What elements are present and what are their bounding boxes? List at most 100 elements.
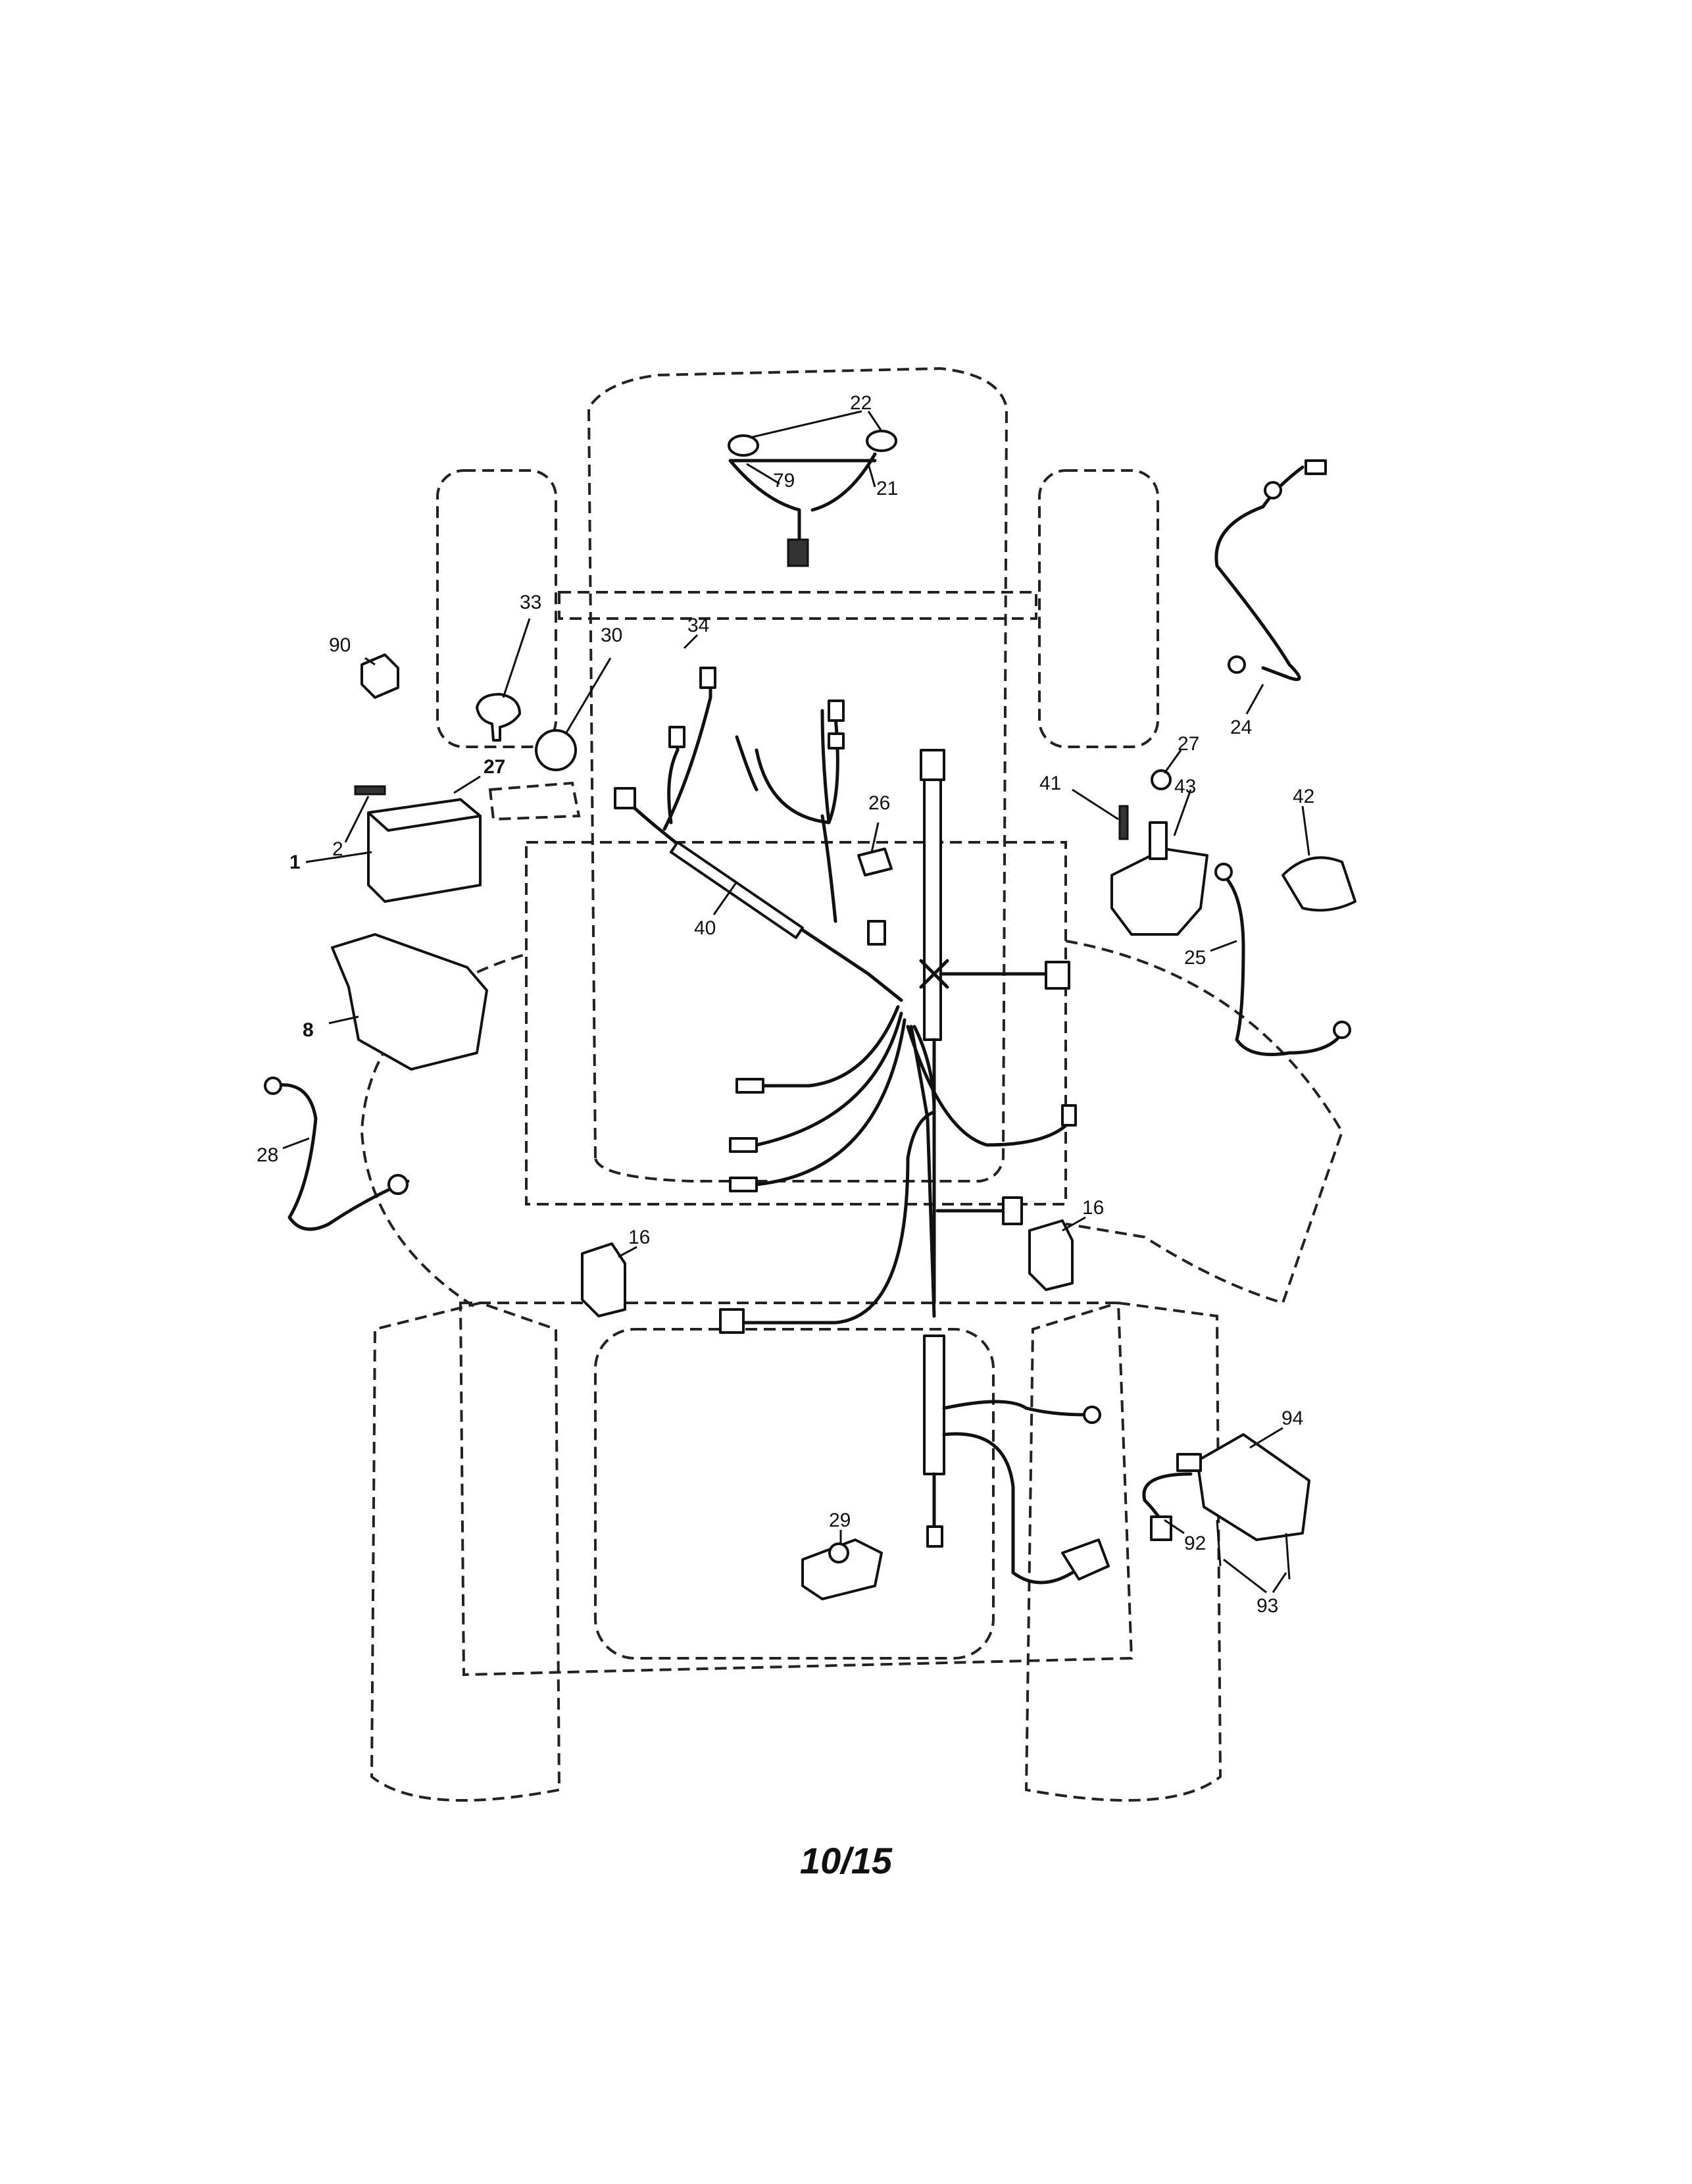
tractor-outline <box>360 367 1344 1802</box>
starter-solenoid-post-icon <box>1149 821 1168 860</box>
callout: 22 <box>850 392 872 414</box>
vertical-harness <box>801 749 1110 1600</box>
screw-93-b-icon <box>1285 1533 1291 1580</box>
dash-panel-outline <box>525 841 1067 1206</box>
battery-cable-24-ring-bottom-icon <box>1228 655 1246 674</box>
callout: 29 <box>829 1510 851 1531</box>
callout: 93 <box>1257 1595 1278 1617</box>
tube-sleeve-icon <box>923 778 942 1041</box>
leader-line <box>712 881 738 915</box>
tube-connector-mid-icon <box>1002 1196 1023 1225</box>
callout: 42 <box>1293 786 1314 807</box>
rear-body-outline <box>459 1302 1133 1677</box>
starter-nut-icon <box>1151 769 1172 790</box>
leader-line <box>683 634 699 649</box>
callout: 16 <box>1082 1197 1104 1219</box>
ignition-switch-icon <box>535 729 577 771</box>
rear-harness-branches-wire <box>932 1400 1087 1585</box>
leader-line <box>749 410 862 439</box>
rear-harness-sleeve-icon <box>923 1334 945 1475</box>
harness-terminal-b-icon <box>729 1137 758 1153</box>
callout: 8 <box>303 1019 314 1041</box>
front-axle-outline <box>558 591 1037 620</box>
starter-bolt-icon <box>1118 805 1129 840</box>
cable-25-ring-bottom-icon <box>1333 1021 1351 1039</box>
ground-cable-28-wire <box>271 1083 410 1231</box>
callout: 27 <box>1178 733 1199 755</box>
battery-top-icon <box>367 798 482 832</box>
battery-bolt-icon <box>354 785 386 796</box>
hood-outline <box>587 367 1008 1182</box>
fuse-holder-icon <box>867 920 886 946</box>
leader-line <box>1173 789 1192 836</box>
harness-connector-d-icon <box>828 699 845 722</box>
leader-line <box>746 463 780 485</box>
leader-line <box>305 851 372 863</box>
headlight-connector-icon <box>787 538 809 567</box>
callout: 41 <box>1039 773 1061 794</box>
callout: 30 <box>601 624 622 646</box>
tube-connector-top-icon <box>920 749 945 781</box>
leader-line <box>1163 749 1182 774</box>
leader-line <box>1249 1427 1283 1449</box>
harness-terminal-d-icon <box>719 1308 745 1334</box>
leader-line <box>870 822 880 853</box>
callout: 27 <box>484 756 505 778</box>
starter-area-parts <box>1110 459 1356 1580</box>
battery-cable-24-ring-top-icon <box>1264 481 1282 499</box>
battery-cable-24-wire <box>1214 465 1305 681</box>
harness-terminal-e-icon <box>1061 1104 1077 1127</box>
leader-line <box>344 796 370 843</box>
callout: 33 <box>520 592 541 613</box>
headlight-harness <box>728 430 897 567</box>
page-number: 10/15 <box>799 1840 893 1881</box>
callout: 26 <box>868 792 890 814</box>
seat-switch-plunger-icon <box>828 1542 849 1563</box>
harness-connector-c-icon <box>668 726 685 748</box>
battery-tray-outline <box>488 781 581 821</box>
headlight-bulb-left-icon <box>728 434 759 457</box>
leader-line <box>1062 1216 1086 1232</box>
interlock-switch-right-icon <box>1028 1219 1074 1291</box>
leader-line <box>1245 684 1264 715</box>
tube-branch-wire <box>932 972 1048 1305</box>
callout: 43 <box>1174 776 1196 798</box>
fuse-icon <box>857 848 893 876</box>
callouts: 22 79 21 33 90 30 34 27 2 1 26 40 41 43 … <box>257 392 1314 1617</box>
terminal-boot-icon <box>1281 856 1356 912</box>
leader-line <box>502 618 531 698</box>
leader-line <box>1301 805 1310 856</box>
callout: 24 <box>1230 717 1252 738</box>
cable-25-ring-top-icon <box>1214 863 1233 881</box>
callout: 1 <box>289 851 301 873</box>
leader-line <box>282 1137 310 1150</box>
callout: 28 <box>257 1144 278 1166</box>
harness-connector-e-icon <box>828 732 845 749</box>
leader-lines <box>282 410 1310 1594</box>
rear-ground-ring-icon <box>1083 1406 1101 1424</box>
leader-line <box>1072 788 1119 821</box>
battery-cable-24-boot-icon <box>1305 459 1327 475</box>
leader-line <box>564 657 612 734</box>
harness-terminal-c-icon <box>729 1177 758 1192</box>
module-92-plug-icon <box>1176 1453 1202 1472</box>
leader-line <box>867 463 876 488</box>
tube-connector-right-icon <box>1045 961 1070 990</box>
rear-terminal-icon <box>926 1525 943 1548</box>
callout: 21 <box>876 478 898 499</box>
leader-line <box>1272 1572 1287 1593</box>
callout: 40 <box>694 917 716 939</box>
callout: 16 <box>628 1227 650 1248</box>
harness-connector-b-icon <box>699 667 716 689</box>
leader-line <box>867 411 883 432</box>
main-harness <box>614 667 1077 1334</box>
seat-plug-icon <box>1061 1538 1110 1581</box>
fender-right-outline <box>1065 940 1344 1305</box>
callout: 34 <box>687 615 709 636</box>
leader-line <box>453 775 481 794</box>
module-94-icon <box>1196 1433 1310 1541</box>
callout: 90 <box>329 634 351 656</box>
harness-sleeve-icon <box>670 841 804 939</box>
interlock-switch-left-icon <box>581 1242 626 1317</box>
